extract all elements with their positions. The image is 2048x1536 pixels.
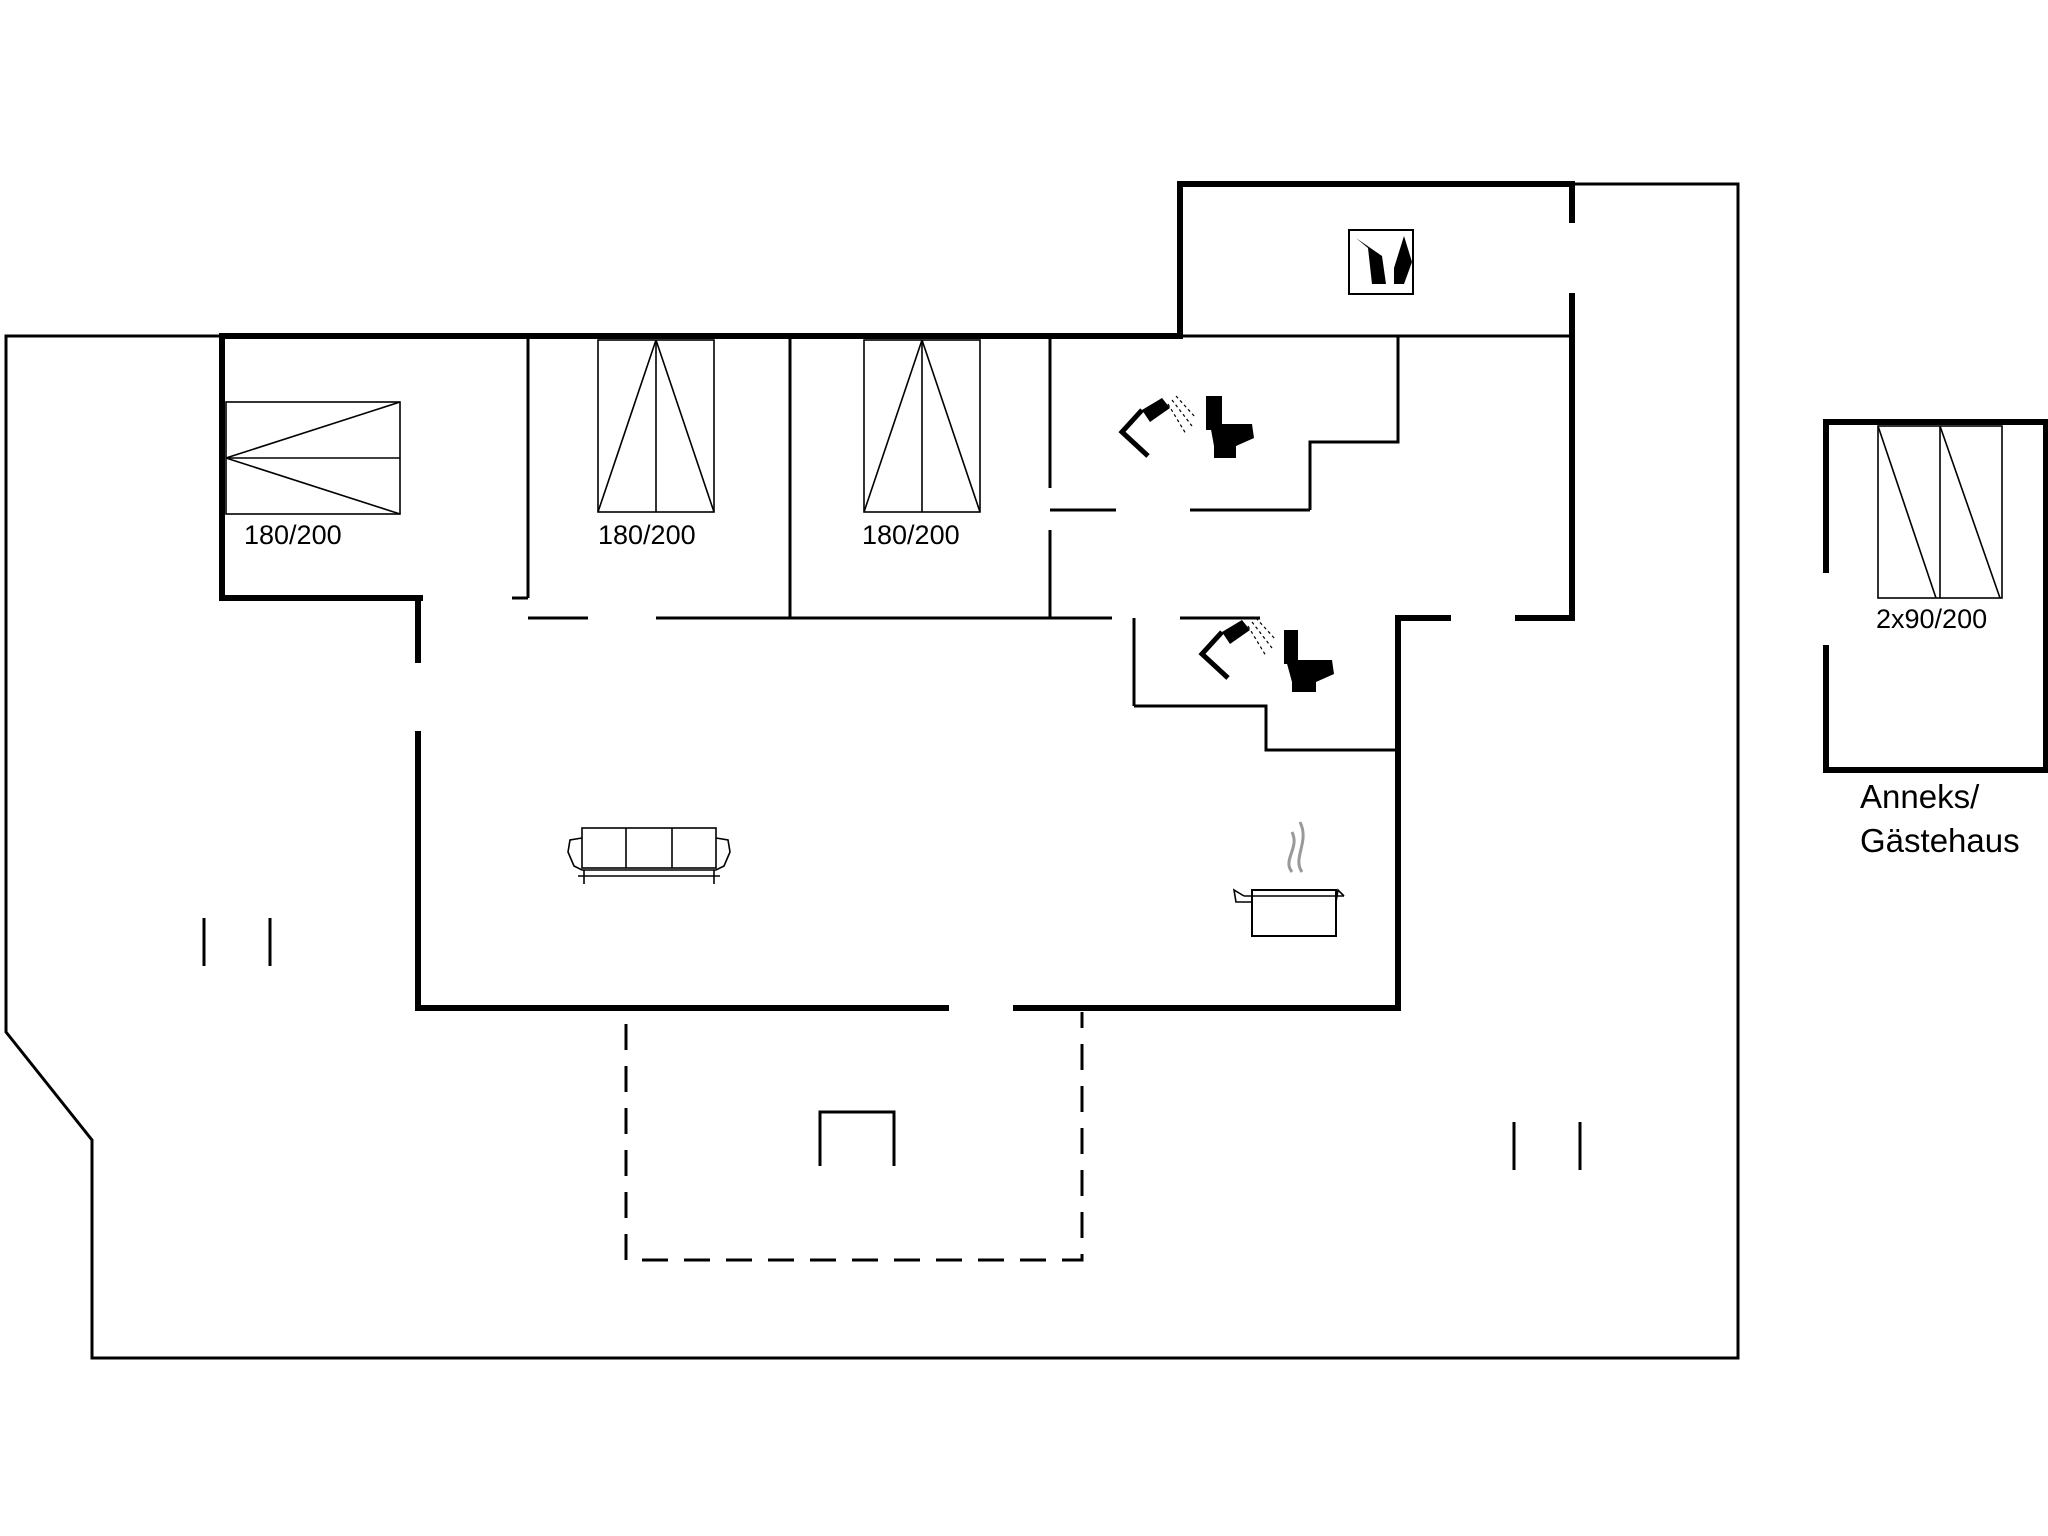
bedroom-3-bed: 180/200 [862,339,981,550]
bedroom-3-bed-size: 180/200 [862,520,960,550]
bedroom-2-bed: 180/200 [597,339,715,550]
cooking-pot-icon [1232,821,1345,937]
annex-bed: 2x90/200 [1876,425,2003,634]
exterior-walls [219,181,1575,1011]
toilet-icon-2 [1284,630,1334,692]
interior-walls [512,334,1572,752]
washing-machine-icon [1348,229,1414,295]
annex-label-line1: Anneks/ [1860,778,1980,815]
toilet-icon [1206,396,1254,458]
sofa-icon [567,827,731,884]
terrace-marks-right [1512,1122,1582,1170]
annex-bed-size: 2x90/200 [1876,604,1987,634]
terrace-outline [4,182,1740,1360]
fireplace-icon [818,1110,896,1166]
terrace-marks-left [202,918,272,966]
bedroom-1-bed: 180/200 [225,401,401,550]
annex-label-line2: Gästehaus [1860,822,2020,859]
shower-icon-2 [1198,617,1277,680]
shower-icon [1118,395,1197,458]
bedroom-1-bed-size: 180/200 [244,520,342,550]
bedroom-2-bed-size: 180/200 [598,520,696,550]
annex-building [1823,419,2048,773]
covered-terrace [624,1012,1084,1262]
